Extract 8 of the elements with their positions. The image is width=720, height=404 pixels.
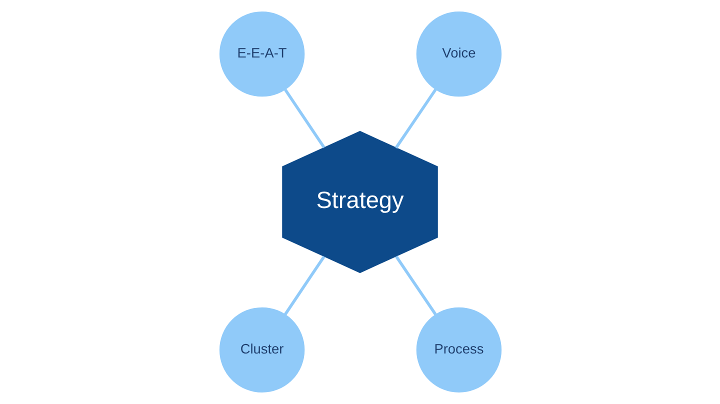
node-circle: Voice [416, 11, 502, 97]
node-circle: Process [416, 307, 502, 393]
connector [283, 256, 325, 316]
node-circle: Cluster [218, 307, 304, 393]
connector [394, 256, 436, 316]
connector [394, 88, 436, 149]
node-circle: E-E-A-T [218, 11, 304, 97]
connector [284, 88, 325, 148]
